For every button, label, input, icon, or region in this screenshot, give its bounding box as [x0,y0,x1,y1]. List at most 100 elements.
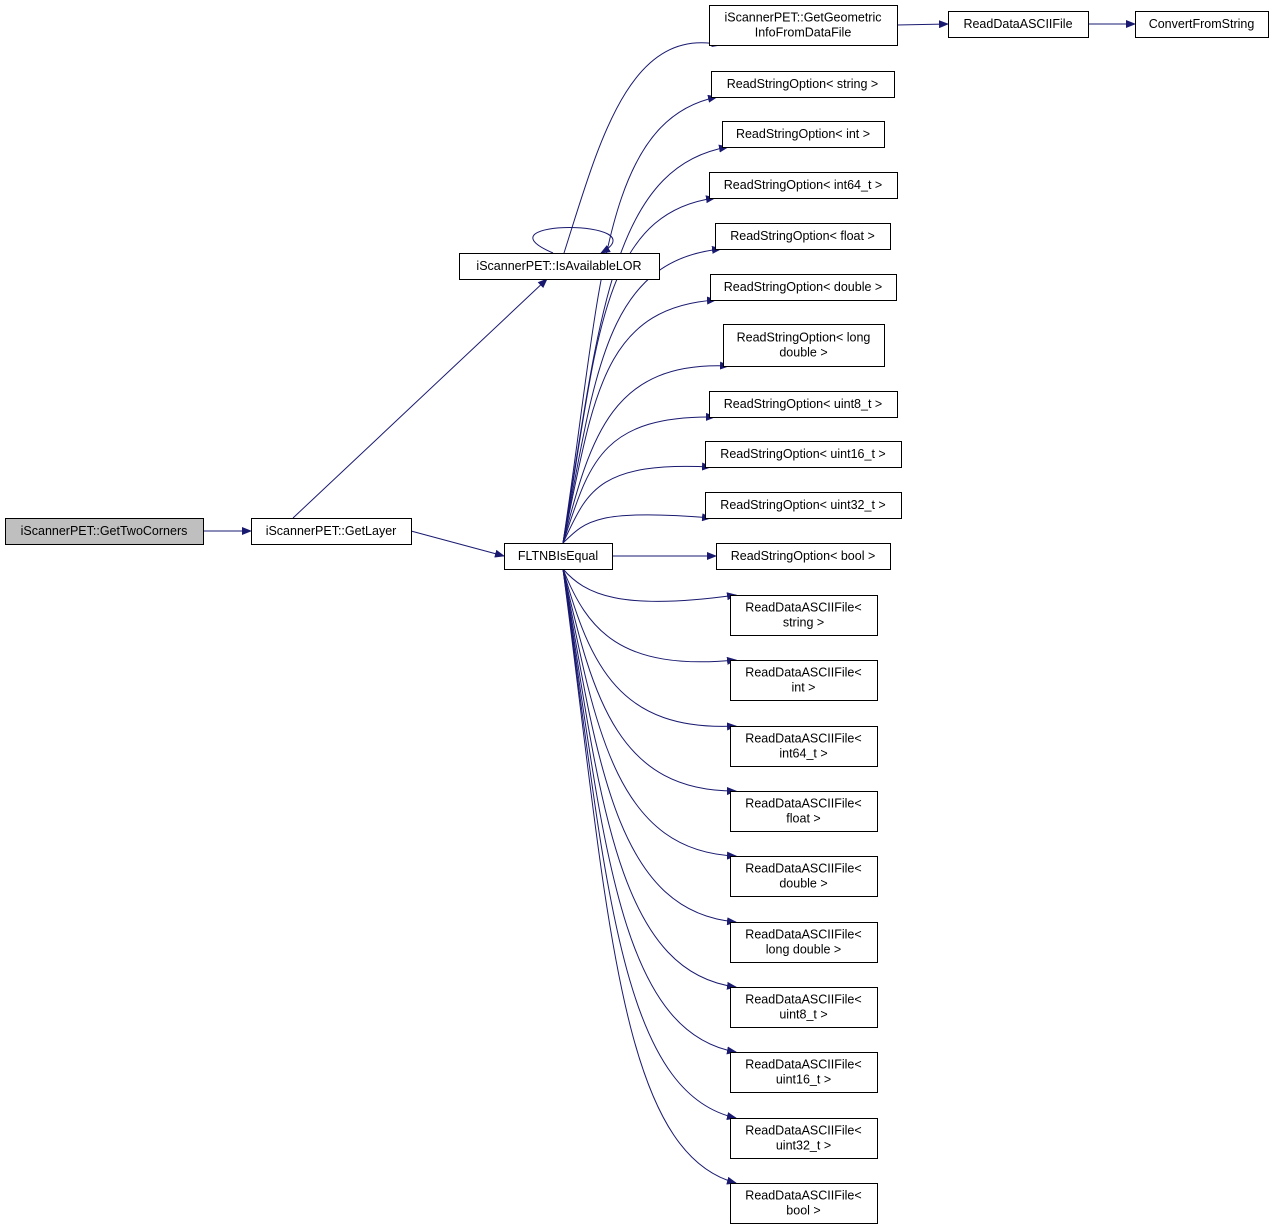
node-label: ReadStringOption< int > [736,127,870,141]
node-rso_uint16[interactable]: ReadStringOption< uint16_t > [705,441,902,468]
node-rda_uint32[interactable]: ReadDataASCIIFile<uint32_t > [730,1118,878,1159]
node-box [705,441,902,468]
node-label: ReadDataASCIIFile< [745,1058,861,1072]
node-isAvailableLOR[interactable]: iScannerPET::IsAvailableLOR [459,253,660,280]
node-getTwoCorners[interactable]: iScannerPET::GetTwoCorners [5,518,204,545]
node-box [730,1183,878,1224]
edge-fltnbIsEqual-to-rso_int [562,144,729,544]
node-box [709,172,898,199]
node-label: ReadStringOption< bool > [731,549,876,563]
node-rso_uint8[interactable]: ReadStringOption< uint8_t > [709,391,898,418]
node-label: ReadDataASCIIFile< [745,1124,861,1138]
node-rda_double[interactable]: ReadDataASCIIFile<double > [730,856,878,897]
node-rso_int[interactable]: ReadStringOption< int > [722,121,885,148]
node-label: uint8_t > [779,1008,827,1022]
node-convertFromString[interactable]: ConvertFromString [1135,11,1269,38]
node-box [5,518,204,545]
node-box [459,253,660,280]
node-label: long double > [766,943,841,957]
node-label: ConvertFromString [1149,17,1255,31]
node-readDataASCIIFile[interactable]: ReadDataASCIIFile [948,11,1089,38]
node-box [948,11,1089,38]
node-label: int > [792,681,816,695]
node-label: int64_t > [779,747,827,761]
node-getGeometric[interactable]: iScannerPET::GetGeometricInfoFromDataFil… [709,5,898,46]
node-rso_double[interactable]: ReadStringOption< double > [710,274,897,301]
node-rda_string[interactable]: ReadDataASCIIFile<string > [730,595,878,636]
edge-fltnbIsEqual-to-rso_double [562,296,717,544]
node-label: ReadStringOption< uint16_t > [720,447,885,461]
node-box [709,5,898,46]
node-box [716,543,891,570]
node-label: uint16_t > [776,1073,831,1087]
edge-fltnbIsEqual-to-rso_float [562,245,722,544]
node-label: ReadStringOption< double > [724,280,882,294]
node-box [709,391,898,418]
node-getLayer[interactable]: iScannerPET::GetLayer [251,518,412,545]
edge-fltnbIsEqual-to-rda_float [562,568,737,796]
node-rda_uint8[interactable]: ReadDataASCIIFile<uint8_t > [730,987,878,1028]
node-label: iScannerPET::GetGeometric [724,11,881,25]
node-label: double > [779,346,827,360]
node-fltnbIsEqual[interactable]: FLTNBIsEqual [504,543,613,570]
node-label: iScannerPET::GetLayer [266,524,397,538]
node-rda_float[interactable]: ReadDataASCIIFile<float > [730,791,878,832]
node-label: double > [779,877,827,891]
node-rso_bool[interactable]: ReadStringOption< bool > [716,543,891,570]
node-box [730,856,878,897]
node-label: ReadDataASCIIFile< [745,993,861,1007]
node-box [723,324,885,367]
edge-fltnbIsEqual-to-rda_double [562,568,737,860]
edge-getGeometric-to-readDataASCIIFile [896,20,949,29]
edge-fltnbIsEqual-to-rda_longdouble [562,568,737,926]
node-box [730,791,878,832]
node-rda_int64[interactable]: ReadDataASCIIFile<int64_t > [730,726,878,767]
node-box [730,595,878,636]
node-box [730,1052,878,1093]
edge-fltnbIsEqual-to-rda_uint8 [562,568,737,990]
nodes-layer: iScannerPET::GetTwoCorners iScannerPET::G… [5,5,1269,1224]
edge-fltnbIsEqual-to-rda_uint16 [562,568,737,1055]
edge-fltnbIsEqual-to-rso_uint32 [562,513,712,544]
node-rda_longdouble[interactable]: ReadDataASCIIFile<long double > [730,922,878,963]
node-box [722,121,885,148]
node-rso_int64[interactable]: ReadStringOption< int64_t > [709,172,898,199]
node-label: ReadDataASCIIFile< [745,666,861,680]
edge-fltnbIsEqual-to-rso_longdouble [562,361,730,544]
node-rda_uint16[interactable]: ReadDataASCIIFile<uint16_t > [730,1052,878,1093]
node-label: ReadStringOption< int64_t > [724,178,882,192]
node-label: ReadStringOption< string > [727,77,878,91]
node-label: InfoFromDataFile [755,26,852,40]
node-box [730,922,878,963]
node-rso_uint32[interactable]: ReadStringOption< uint32_t > [705,492,902,519]
node-box [504,543,613,570]
node-label: ReadDataASCIIFile< [745,732,861,746]
node-box [251,518,412,545]
node-box [730,660,878,701]
node-box [730,987,878,1028]
node-box [710,274,897,301]
node-rso_string[interactable]: ReadStringOption< string > [711,71,895,98]
node-rda_bool[interactable]: ReadDataASCIIFile<bool > [730,1183,878,1224]
edge-fltnbIsEqual-to-rso_uint8 [562,412,716,544]
node-box [730,726,878,767]
node-label: ReadStringOption< float > [730,229,875,243]
edge-isAvailableLOR-to-getGeometric [563,39,722,254]
edge-isAvailableLOR-to-isAvailableLOR [532,227,614,254]
node-rda_int[interactable]: ReadDataASCIIFile<int > [730,660,878,701]
node-label: ReadDataASCIIFile< [745,1189,861,1203]
node-box [711,71,895,98]
node-box [1135,11,1269,38]
node-label: float > [786,812,820,826]
node-label: ReadDataASCIIFile [963,17,1072,31]
edge-fltnbIsEqual-to-rda_uint32 [562,568,737,1120]
edges-layer [203,20,1136,1185]
edge-fltnbIsEqual-to-rda_int [562,568,737,665]
node-label: ReadDataASCIIFile< [745,928,861,942]
edge-fltnbIsEqual-to-rda_int64 [562,568,737,731]
node-rso_float[interactable]: ReadStringOption< float > [715,223,891,250]
edge-getLayer-to-isAvailableLOR [292,278,548,519]
node-label: ReadStringOption< uint8_t > [724,397,882,411]
